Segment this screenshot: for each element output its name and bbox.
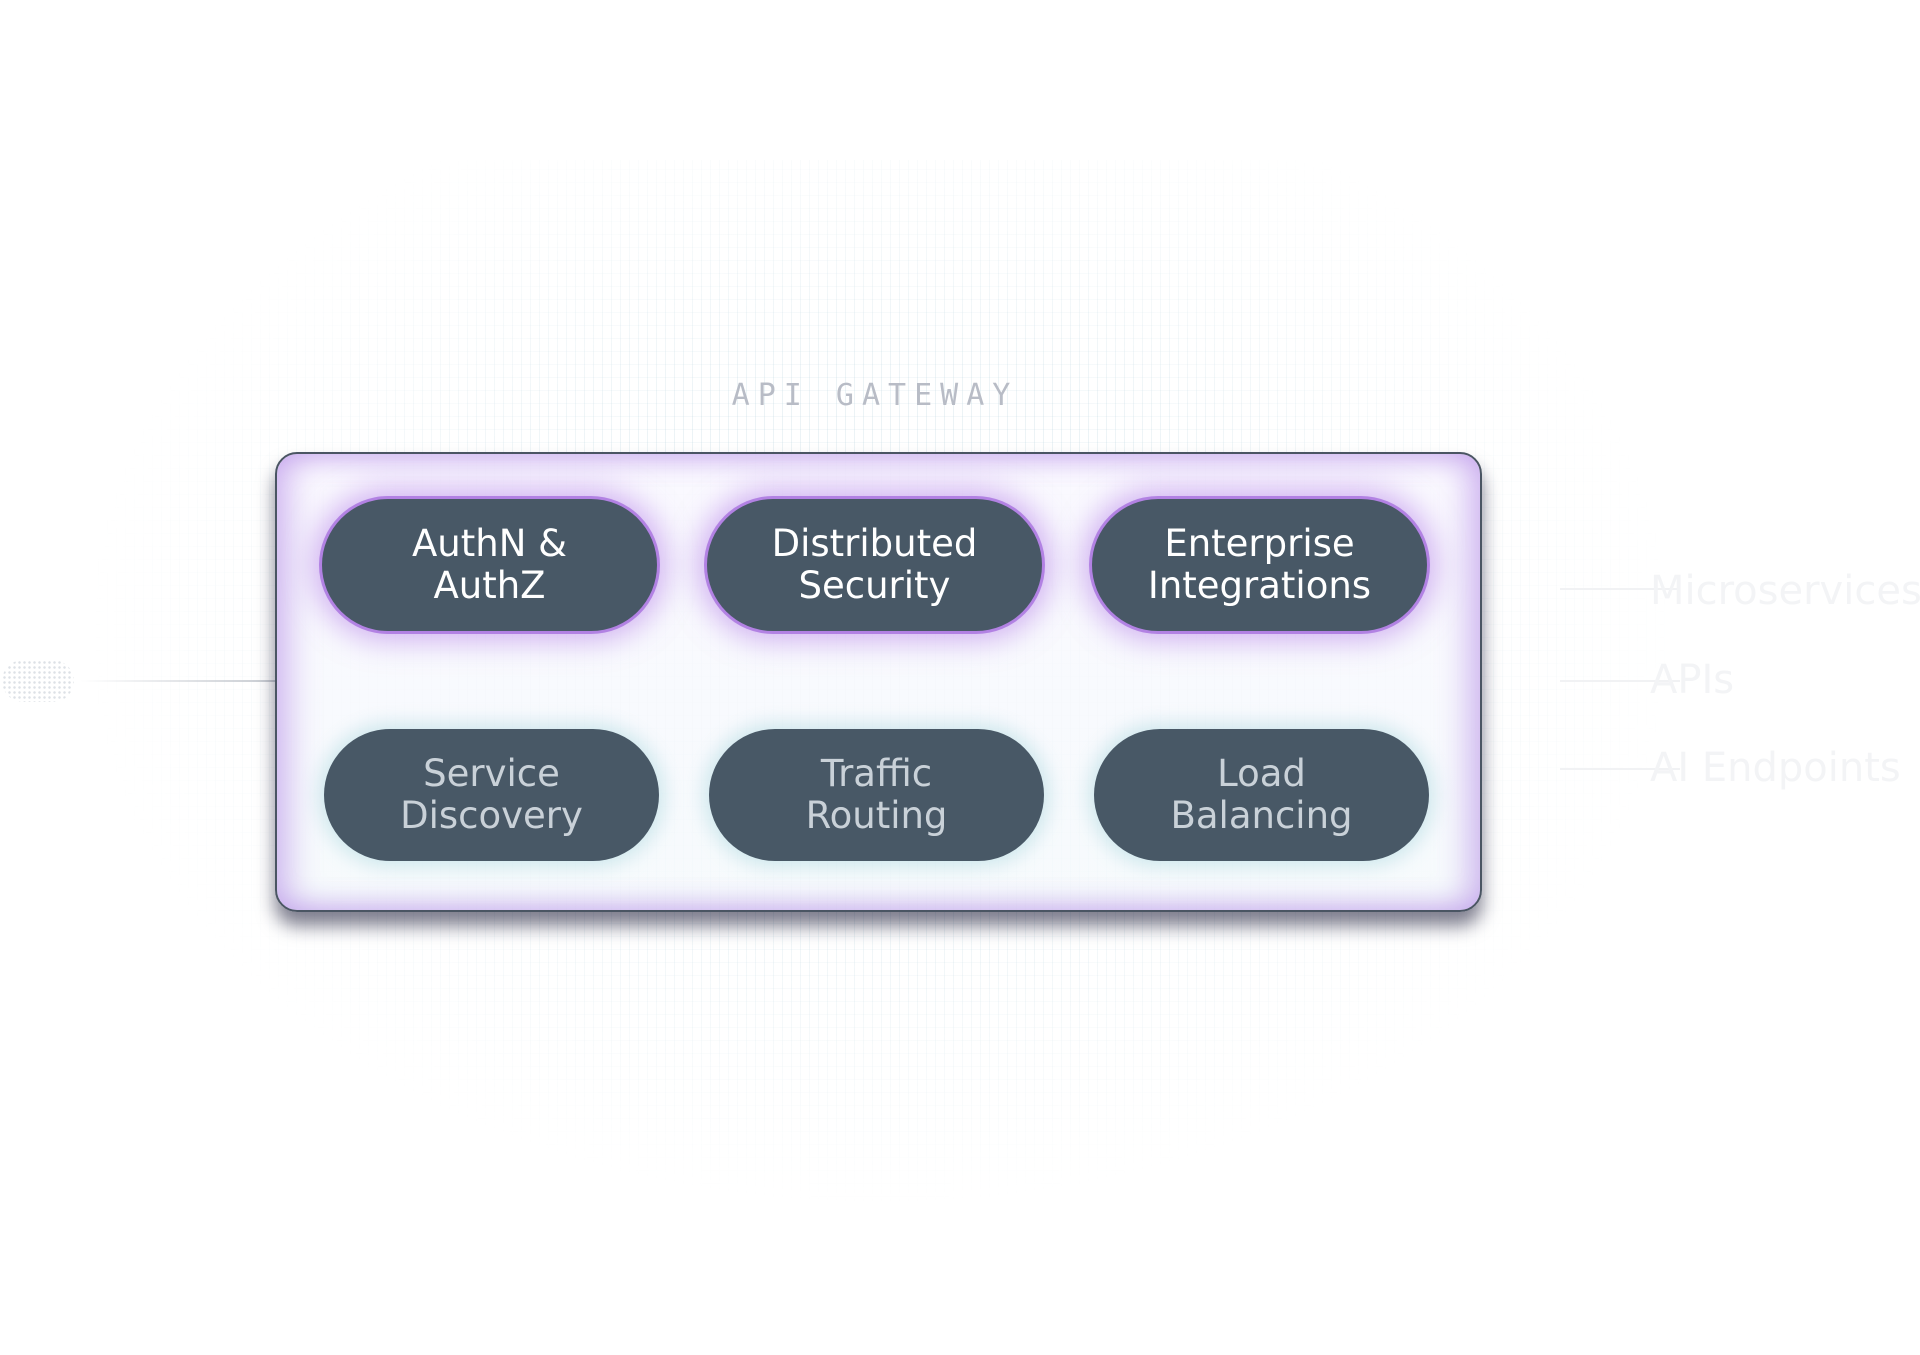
input-connector [80, 680, 275, 682]
target-ai-endpoints: AI Endpoints [1650, 745, 1901, 791]
cloud-icon [2, 660, 74, 702]
pill-traffic-routing: Traffic Routing [709, 729, 1044, 861]
pill-service-discovery: Service Discovery [324, 729, 659, 861]
target-apis: APIs [1650, 657, 1735, 703]
connector-microservices [1560, 588, 1680, 590]
connector-ai-endpoints [1560, 768, 1680, 770]
pill-load-balancing: Load Balancing [1094, 729, 1429, 861]
pill-enterprise-integrations: Enterprise Integrations [1092, 499, 1427, 631]
pill-distributed-security: Distributed Security [707, 499, 1042, 631]
pill-authn-authz: AuthN & AuthZ [322, 499, 657, 631]
target-microservices: Microservices [1650, 568, 1920, 614]
gateway-title: API GATEWAY [731, 378, 1019, 413]
connector-apis [1560, 680, 1680, 682]
